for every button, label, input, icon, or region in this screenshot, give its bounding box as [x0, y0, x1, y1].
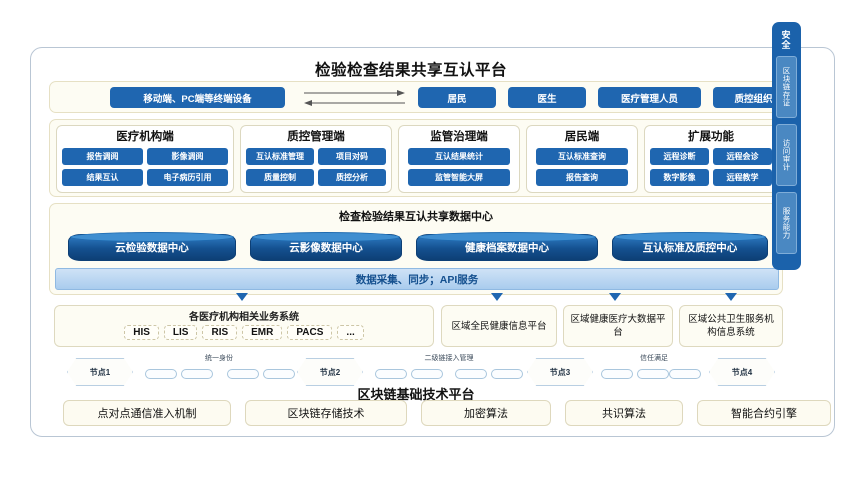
sidebar-header: 安全 [780, 30, 791, 50]
chain-node-3[interactable]: 节点3 [527, 358, 593, 386]
chain-node-1[interactable]: 节点1 [67, 358, 133, 386]
module-title: 监管治理端 [430, 131, 488, 143]
chain-link-icon [145, 369, 177, 379]
module-item[interactable]: 质量控制 [246, 169, 314, 186]
system-tag-pacs[interactable]: PACS [287, 325, 333, 340]
module-item[interactable]: 互认结果统计 [408, 148, 510, 165]
chain-label-subchain: 二级链接入管理 [424, 355, 474, 362]
module-item[interactable]: 影像调阅 [147, 148, 228, 165]
chain-link-icon [227, 369, 259, 379]
application-modules-row: 医疗机构端 报告调阅 影像调阅 结果互认 电子病历引用 质控管理端 互认标准管理… [49, 119, 783, 197]
role-button-0[interactable]: 居民 [418, 87, 496, 108]
chain-link-icon [411, 369, 443, 379]
api-service-band: 数据采集、同步；API服务 [55, 268, 779, 290]
module-item[interactable]: 监管智能大屏 [408, 169, 510, 186]
database-cylinder-lab[interactable]: 云检验数据中心 [68, 232, 236, 261]
chain-node-2[interactable]: 节点2 [297, 358, 363, 386]
module-item[interactable]: 远程会诊 [713, 148, 772, 165]
module-item[interactable]: 互认标准查询 [536, 148, 628, 165]
platform-box-public-health[interactable]: 区域公共卫生服务机构信息系统 [679, 305, 783, 347]
blockchain-platform-title: 区块链基础技术平台 [357, 387, 475, 402]
platform-box-bigdata[interactable]: 区域健康医疗大数据平台 [563, 305, 673, 347]
module-column-supervision: 监管治理端 互认结果统计 监管智能大屏 [398, 125, 520, 193]
down-arrow-icon [609, 293, 621, 301]
system-tag-ris[interactable]: RIS [202, 325, 238, 340]
terminal-roles-row: 移动端、PC端等终端设备 居民 医生 医疗管理人员 质控组织 [49, 81, 794, 113]
bidirectional-arrows-icon [304, 90, 405, 106]
module-column-medical-institution: 医疗机构端 报告调阅 影像调阅 结果互认 电子病历引用 [56, 125, 234, 193]
module-title: 质控管理端 [287, 131, 345, 143]
business-systems-row: 各医疗机构相关业务系统 HIS LIS RIS EMR PACS ... 区域全… [49, 301, 783, 351]
module-item[interactable]: 质控分析 [318, 169, 386, 186]
chain-link-icon [491, 369, 523, 379]
chain-link-icon [455, 369, 487, 379]
down-arrow-icon [491, 293, 503, 301]
blockchain-node-strip: 节点1 节点2 节点3 节点4 统一身份 二级链接入管理 信任满足 [49, 355, 783, 390]
module-item[interactable]: 报告调阅 [62, 148, 143, 165]
module-title: 医疗机构端 [116, 131, 174, 143]
database-cylinder-health-record[interactable]: 健康档案数据中心 [416, 232, 598, 261]
module-column-extended: 扩展功能 远程诊断 远程会诊 数字影像 远程教学 [644, 125, 778, 193]
chain-link-icon [669, 369, 701, 379]
module-title: 扩展功能 [688, 131, 734, 143]
chain-link-icon [601, 369, 633, 379]
role-button-2[interactable]: 医疗管理人员 [598, 87, 701, 108]
terminal-device-button[interactable]: 移动端、PC端等终端设备 [110, 87, 285, 108]
chain-link-icon [263, 369, 295, 379]
tech-box-encryption[interactable]: 加密算法 [421, 400, 551, 426]
security-sidebar: 安全 区块链存证 访问审计 服务能力 [772, 22, 801, 270]
database-cylinder-standard-qc[interactable]: 互认标准及质控中心 [612, 232, 768, 261]
down-arrow-icon [236, 293, 248, 301]
module-item[interactable]: 报告查询 [536, 169, 628, 186]
module-item[interactable]: 远程教学 [713, 169, 772, 186]
database-cylinder-imaging[interactable]: 云影像数据中心 [250, 232, 402, 261]
system-tag-emr[interactable]: EMR [242, 325, 283, 340]
sidebar-item-blockchain-evidence[interactable]: 区块链存证 [776, 56, 797, 118]
chain-label-trust: 信任满足 [640, 355, 668, 362]
page-title: 检验检查结果共享互认平台 [314, 62, 507, 79]
chain-node-4[interactable]: 节点4 [709, 358, 775, 386]
module-item[interactable]: 数字影像 [650, 169, 709, 186]
role-button-1[interactable]: 医生 [508, 87, 586, 108]
module-item[interactable]: 互认标准管理 [246, 148, 314, 165]
system-tag-more[interactable]: ... [337, 325, 364, 340]
tech-box-storage[interactable]: 区块链存储技术 [245, 400, 407, 426]
tech-box-smart-contract[interactable]: 智能合约引擎 [697, 400, 831, 426]
system-tag-his[interactable]: HIS [124, 325, 159, 340]
tech-box-p2p[interactable]: 点对点通信准入机制 [63, 400, 231, 426]
blockchain-tech-row: 点对点通信准入机制 区块链存储技术 加密算法 共识算法 智能合约引擎 [49, 400, 831, 428]
sidebar-item-service-capability[interactable]: 服务能力 [776, 192, 797, 254]
chain-link-icon [375, 369, 407, 379]
architecture-frame: 检验检查结果共享互认平台 移动端、PC端等终端设备 居民 医生 医疗管理人员 质… [30, 47, 835, 437]
module-item[interactable]: 项目对码 [318, 148, 386, 165]
hospital-systems-title: 各医疗机构相关业务系统 [189, 312, 299, 323]
sidebar-item-access-audit[interactable]: 访问审计 [776, 124, 797, 186]
module-column-quality-control: 质控管理端 互认标准管理 项目对码 质量控制 质控分析 [240, 125, 392, 193]
system-tag-lis[interactable]: LIS [163, 325, 198, 340]
data-center-title: 检查检验结果互认共享数据中心 [339, 211, 493, 223]
chain-link-icon [637, 369, 669, 379]
chain-label-identity: 统一身份 [205, 355, 233, 362]
platform-box-health-info[interactable]: 区域全民健康信息平台 [441, 305, 557, 347]
chain-link-icon [181, 369, 213, 379]
module-item[interactable]: 远程诊断 [650, 148, 709, 165]
module-column-resident: 居民端 互认标准查询 报告查询 [526, 125, 638, 193]
data-center-row: 检查检验结果互认共享数据中心 云检验数据中心 云影像数据中心 健康档案数据中心 … [49, 203, 783, 295]
module-item[interactable]: 结果互认 [62, 169, 143, 186]
module-title: 居民端 [564, 131, 600, 143]
hospital-systems-box: 各医疗机构相关业务系统 HIS LIS RIS EMR PACS ... [54, 305, 434, 347]
down-arrow-icon [725, 293, 737, 301]
module-item[interactable]: 电子病历引用 [147, 169, 228, 186]
tech-box-consensus[interactable]: 共识算法 [565, 400, 683, 426]
